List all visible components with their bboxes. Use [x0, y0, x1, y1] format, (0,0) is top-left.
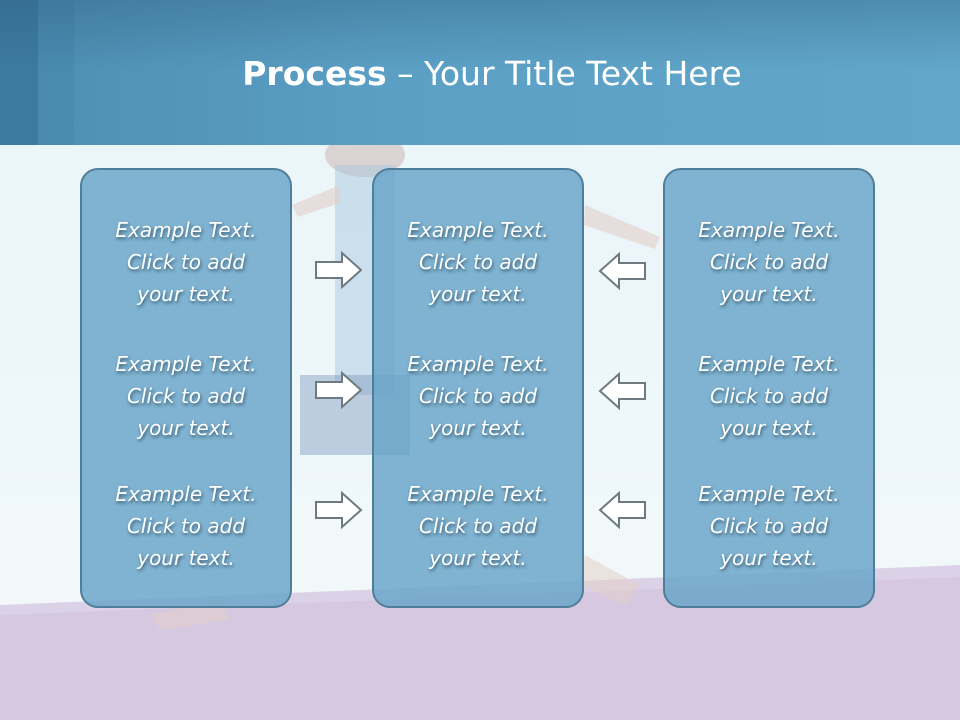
- arrow-left-icon: [598, 371, 646, 411]
- text-line: Click to add: [418, 384, 538, 408]
- text-line: Click to add: [709, 514, 829, 538]
- title-rest: – Your Title Text Here: [386, 54, 742, 93]
- text-line: Example Text.: [698, 218, 840, 242]
- text-line: Example Text.: [407, 482, 549, 506]
- text-line: your text.: [429, 546, 527, 570]
- text-line: your text.: [137, 282, 235, 306]
- text-block[interactable]: Example Text. Click to add your text.: [665, 348, 873, 444]
- text-line: Example Text.: [698, 482, 840, 506]
- text-line: your text.: [720, 416, 818, 440]
- slide-title[interactable]: Process – Your Title Text Here: [0, 52, 960, 96]
- text-line: Example Text.: [115, 482, 257, 506]
- text-line: your text.: [137, 546, 235, 570]
- text-line: Example Text.: [115, 352, 257, 376]
- header-shade: [0, 0, 960, 70]
- text-line: Click to add: [126, 384, 246, 408]
- text-line: Click to add: [418, 250, 538, 274]
- process-column-1[interactable]: Example Text. Click to add your text. Ex…: [80, 168, 292, 608]
- text-line: Example Text.: [698, 352, 840, 376]
- text-block[interactable]: Example Text. Click to add your text.: [82, 478, 290, 574]
- text-block[interactable]: Example Text. Click to add your text.: [665, 478, 873, 574]
- text-line: your text.: [720, 282, 818, 306]
- arrow-right-icon: [315, 250, 363, 290]
- text-line: Click to add: [126, 250, 246, 274]
- process-column-2[interactable]: Example Text. Click to add your text. Ex…: [372, 168, 584, 608]
- text-line: your text.: [429, 282, 527, 306]
- arrow-left-icon: [598, 490, 646, 530]
- text-block[interactable]: Example Text. Click to add your text.: [82, 348, 290, 444]
- text-line: your text.: [137, 416, 235, 440]
- text-line: your text.: [720, 546, 818, 570]
- arrow-left-icon: [598, 251, 646, 291]
- process-column-3[interactable]: Example Text. Click to add your text. Ex…: [663, 168, 875, 608]
- text-line: Example Text.: [407, 352, 549, 376]
- arrow-right-icon: [315, 370, 363, 410]
- slide-header: Process – Your Title Text Here: [0, 0, 960, 145]
- text-line: Click to add: [709, 384, 829, 408]
- text-line: your text.: [429, 416, 527, 440]
- text-block[interactable]: Example Text. Click to add your text.: [82, 214, 290, 310]
- text-line: Click to add: [126, 514, 246, 538]
- text-block[interactable]: Example Text. Click to add your text.: [374, 478, 582, 574]
- title-bold: Process: [242, 54, 387, 93]
- text-line: Click to add: [709, 250, 829, 274]
- text-line: Click to add: [418, 514, 538, 538]
- header-stripe-dark: [0, 0, 38, 145]
- text-block[interactable]: Example Text. Click to add your text.: [374, 348, 582, 444]
- text-line: Example Text.: [115, 218, 257, 242]
- text-block[interactable]: Example Text. Click to add your text.: [374, 214, 582, 310]
- text-block[interactable]: Example Text. Click to add your text.: [665, 214, 873, 310]
- header-stripe-mid: [38, 0, 74, 145]
- text-line: Example Text.: [407, 218, 549, 242]
- arrow-right-icon: [315, 490, 363, 530]
